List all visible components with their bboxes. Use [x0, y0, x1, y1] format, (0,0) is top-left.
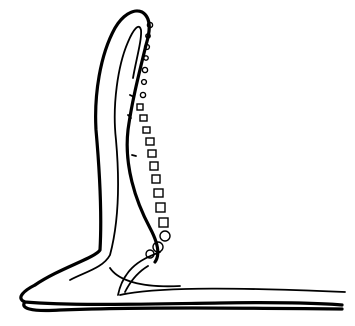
bottom-band-inner-line — [120, 289, 345, 295]
inner-contour — [70, 27, 141, 280]
inner-strip-2 — [125, 266, 148, 292]
bottom-band-upper — [21, 285, 342, 305]
outer-contour — [35, 11, 158, 285]
inner-speck-3 — [132, 155, 136, 156]
bottom-band-top-line — [110, 268, 180, 286]
